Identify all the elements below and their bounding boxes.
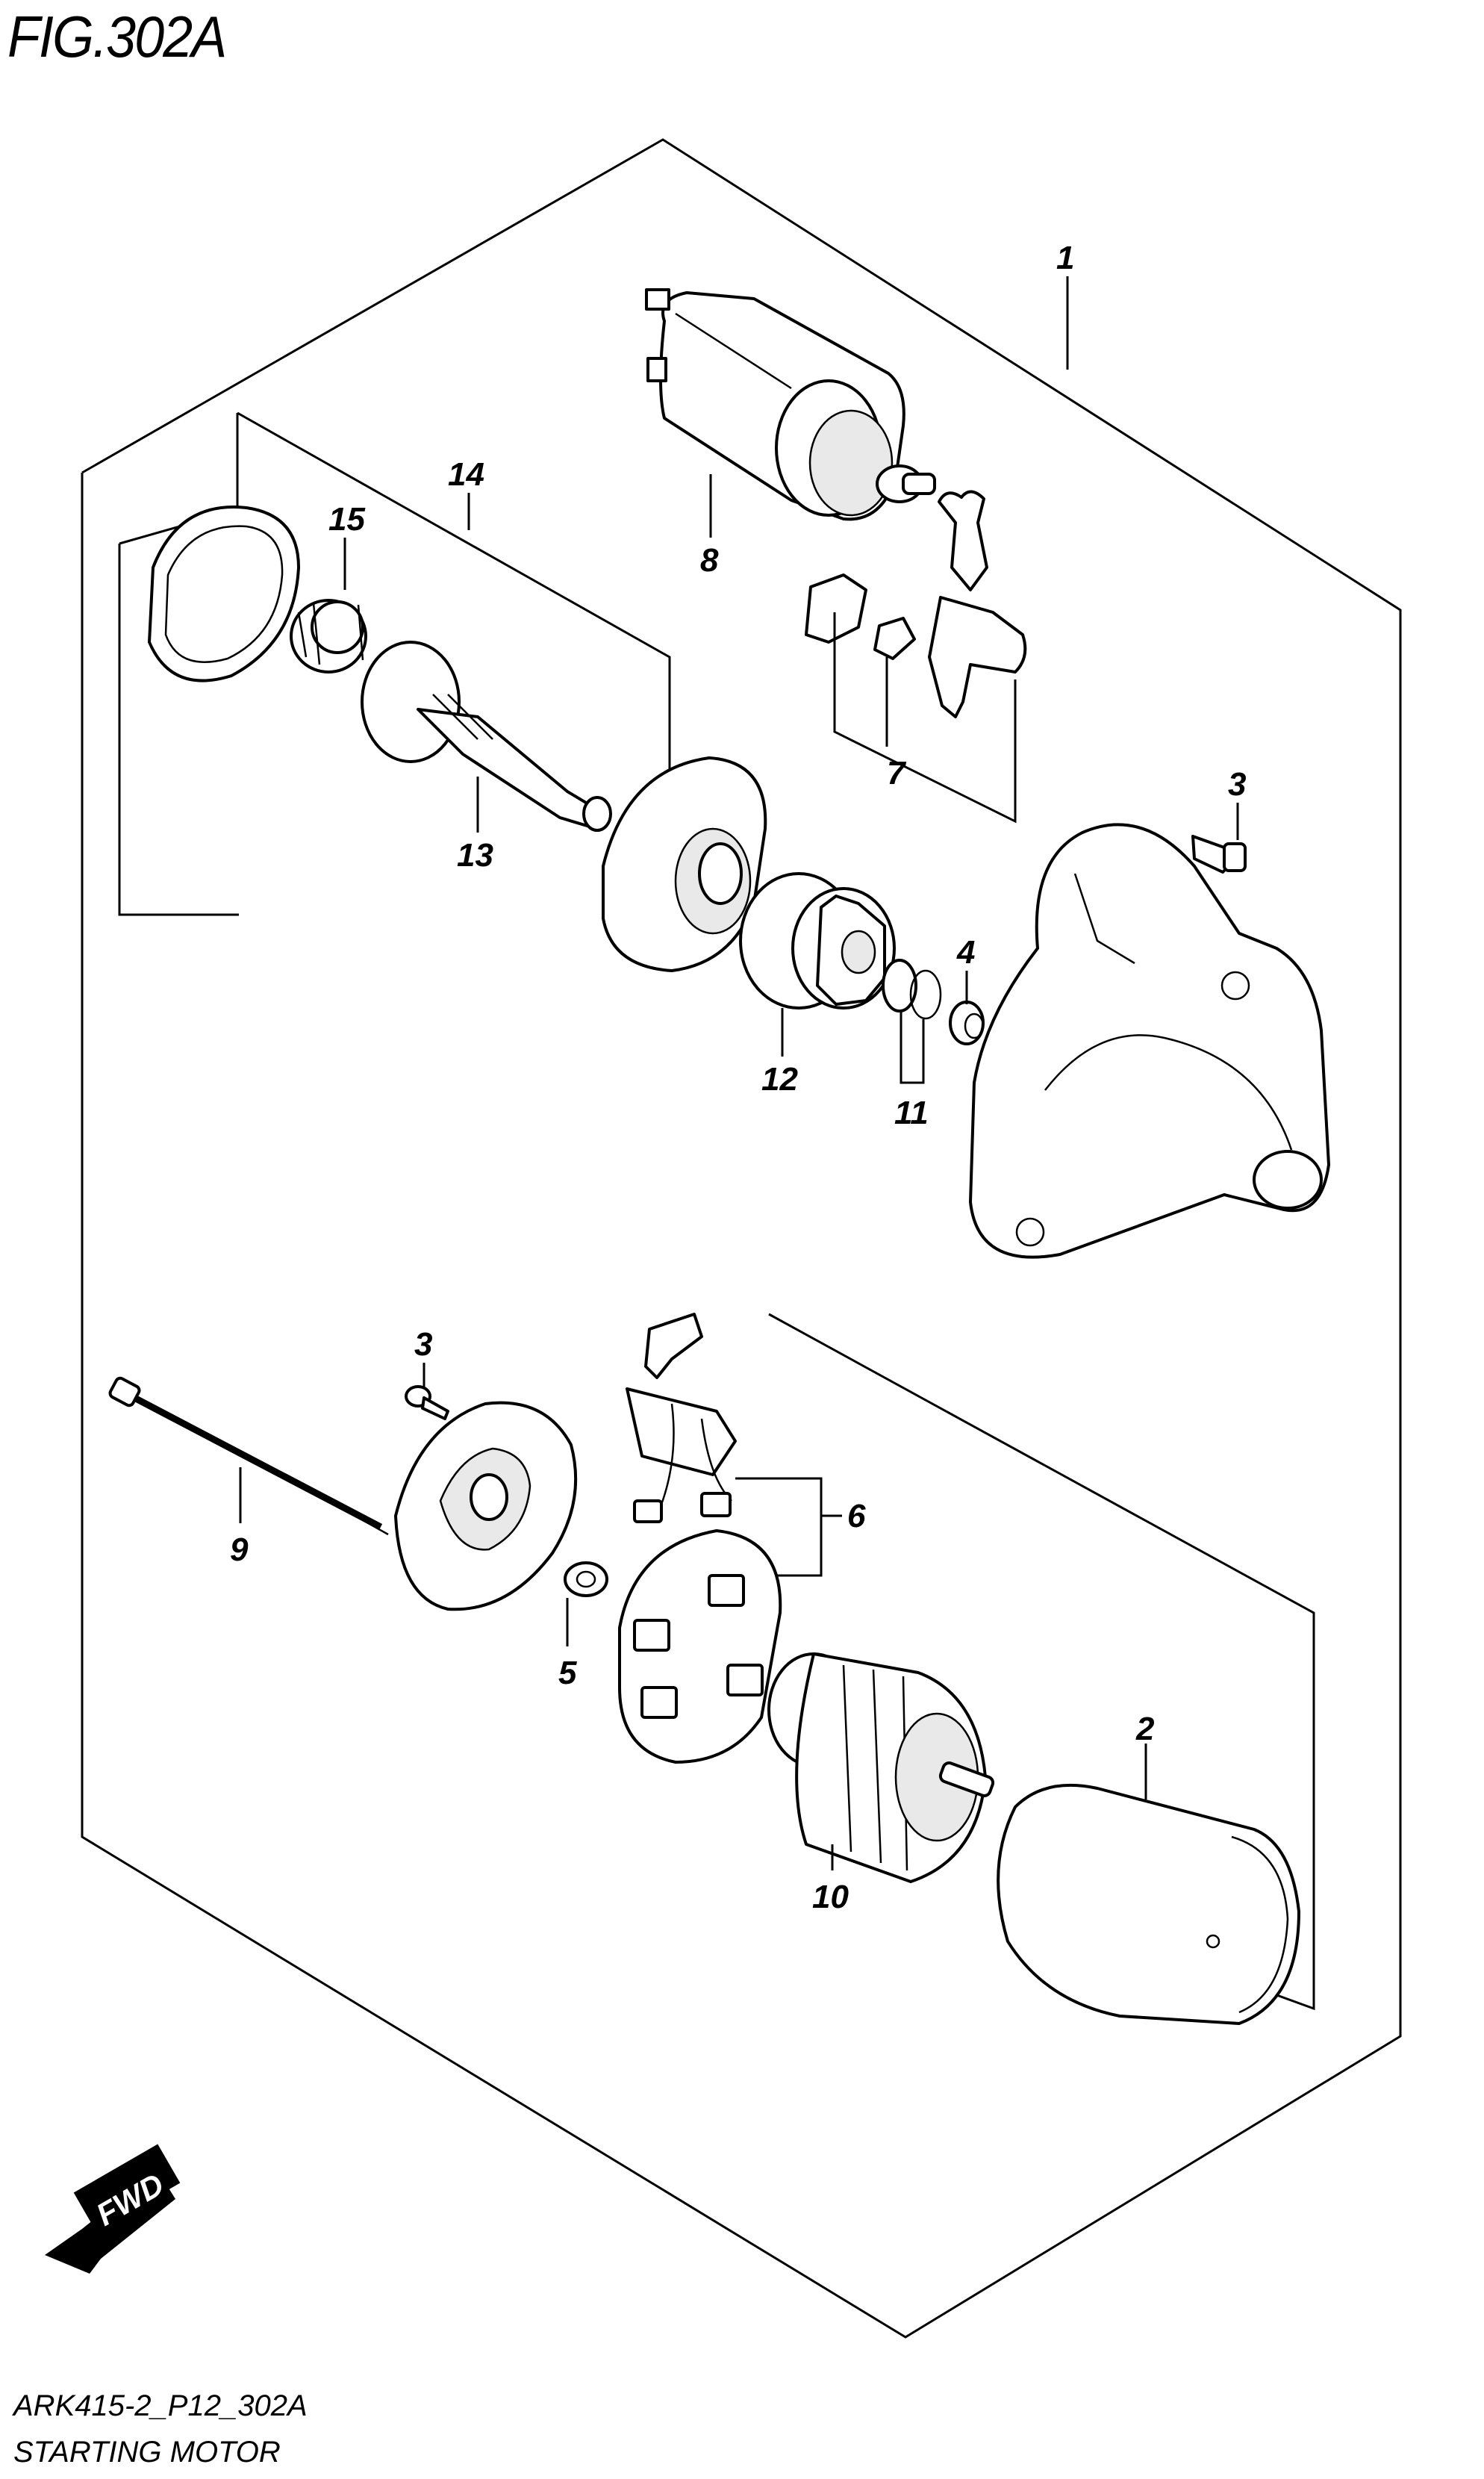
idler-gear-part: [290, 599, 367, 674]
callout-10: 10: [812, 1879, 849, 1915]
callout-2: 2: [1135, 1711, 1155, 1747]
through-bolt-part: [108, 1376, 389, 1536]
callout-12: 12: [761, 1061, 798, 1098]
callout-3-upper: 3: [1228, 766, 1246, 803]
screw-lower-part: [405, 1385, 449, 1420]
figure-title: FIG.302A: [7, 4, 227, 69]
brush-set-part: [626, 1313, 737, 1523]
lever-set-part: [805, 490, 1027, 718]
callout-3-lower: 3: [414, 1326, 432, 1363]
figure-code: ARK415-2_P12_302A: [13, 2389, 308, 2422]
yoke-part: [997, 1783, 1300, 2025]
callout-15: 15: [328, 501, 365, 538]
callout-11: 11: [894, 1095, 929, 1131]
callout-9: 9: [230, 1531, 249, 1568]
magnetic-switch-part: [645, 288, 936, 521]
callout-numbers: 1 2 3 3 4 5 6 7 8 9 10 11 12 13 14 15: [230, 240, 1246, 1915]
callout-6: 6: [847, 1498, 866, 1534]
assembly-frame: [81, 138, 1402, 2339]
callout-4: 4: [956, 934, 975, 971]
bushing-part: [949, 1001, 985, 1045]
front-housing-part: [969, 823, 1330, 1259]
callout-8: 8: [700, 542, 719, 579]
fwd-arrow-badge: FWD: [45, 2144, 181, 2274]
stop-ring-part: [882, 959, 942, 1020]
figure-caption: STARTING MOTOR: [13, 2436, 281, 2469]
callout-5: 5: [558, 1655, 577, 1691]
callout-7: 7: [887, 755, 907, 791]
callout-1: 1: [1056, 240, 1074, 276]
gear-housing-part: [602, 756, 767, 972]
leader-lines: [239, 276, 1239, 1870]
overrunning-clutch-part: [739, 872, 896, 1010]
armature-part: [767, 1652, 995, 1883]
washer-part: [564, 1561, 608, 1597]
bolt-upper-part: [1191, 835, 1247, 874]
callout-13: 13: [457, 837, 493, 874]
callout-14: 14: [448, 456, 484, 493]
rear-cover-part: [394, 1401, 578, 1611]
brush-holder-part: [618, 1529, 782, 1764]
pinion-shaft-part: [361, 641, 612, 832]
retainer-ring-part: [148, 506, 300, 682]
